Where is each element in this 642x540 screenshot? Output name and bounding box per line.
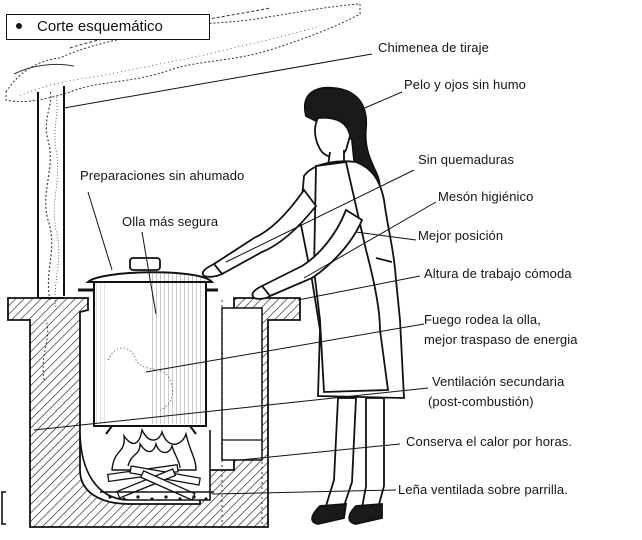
smoke-cloud — [5, 3, 361, 103]
leader-preparaciones — [87, 191, 113, 271]
leader-conserva — [239, 443, 401, 461]
label-ventilacion-2: (post-combustión) — [428, 394, 534, 409]
label-pelo: Pelo y ojos sin humo — [404, 77, 526, 92]
leader-meson — [303, 201, 437, 279]
leader-ventilacion — [33, 387, 429, 431]
firewood — [107, 464, 201, 501]
shoe-right — [348, 503, 383, 525]
pot-lid-handle — [129, 257, 161, 271]
label-posicion: Mejor posición — [418, 228, 504, 243]
diagram-title: Corte esquemático — [37, 18, 163, 35]
leader-pelo — [359, 91, 403, 111]
label-conserva: Conserva el calor por horas. — [406, 434, 573, 449]
label-quemaduras: Sin quemaduras — [418, 152, 515, 167]
label-fuego-2: mejor traspaso de energia — [424, 332, 578, 347]
label-chimenea: Chimenea de tiraje — [378, 40, 489, 55]
leader-fuego — [145, 323, 425, 373]
fire — [111, 427, 197, 471]
label-fuego-1: Fuego rodea la olla, — [424, 312, 541, 327]
label-olla: Olla más segura — [122, 214, 219, 229]
label-preparaciones: Preparaciones sin ahumado — [80, 168, 245, 183]
label-lena: Leña ventilada sobre parrilla. — [398, 482, 568, 497]
side-flue — [221, 307, 263, 461]
bullet-icon — [16, 23, 22, 29]
shoe-left — [311, 503, 348, 525]
apron — [313, 160, 390, 393]
left-bracket — [1, 491, 6, 525]
woman-figure — [201, 86, 405, 525]
label-meson: Mesón higiénico — [438, 189, 534, 204]
leader-posicion — [355, 231, 417, 241]
leader-chimenea — [63, 53, 373, 109]
leader-quemaduras — [225, 169, 415, 263]
label-altura: Altura de trabajo cómoda — [424, 266, 572, 281]
title-box: Corte esquemático — [6, 14, 210, 40]
leader-lena — [211, 489, 397, 495]
leader-olla — [141, 231, 157, 315]
label-ventilacion-1: Ventilación secundaria — [432, 374, 565, 389]
leader-altura — [297, 275, 421, 301]
